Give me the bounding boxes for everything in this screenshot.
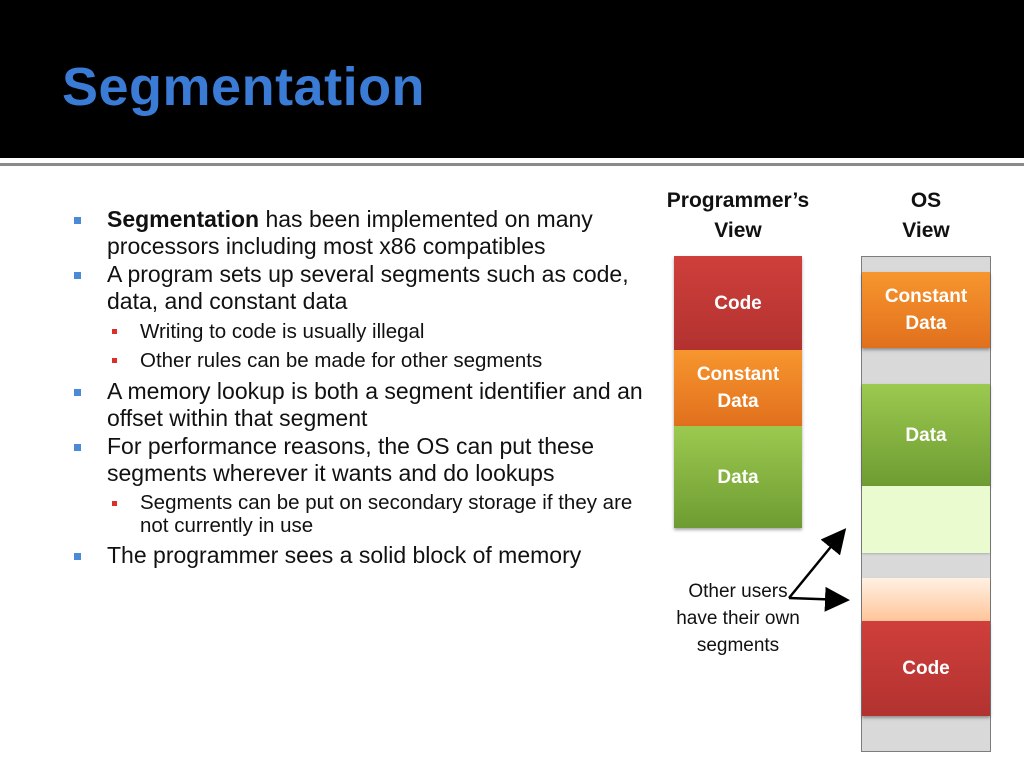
bullet-list: Segmentation has been implemented on man… bbox=[74, 206, 664, 570]
slide-title: Segmentation bbox=[62, 57, 426, 117]
other-users-label: Other users have their own segments bbox=[676, 581, 800, 656]
arrow-to-orange-segment bbox=[788, 586, 850, 612]
programmer-code-segment: Code bbox=[674, 256, 802, 350]
other-user-segment bbox=[862, 486, 990, 553]
bullet-item: The programmer sees a solid block of mem… bbox=[74, 542, 664, 569]
sub-bullet-item: Other rules can be made for other segmen… bbox=[74, 348, 664, 373]
bullet-text: has been implemented on many processors … bbox=[107, 206, 593, 259]
sub-bullet-item: Writing to code is usually illegal bbox=[74, 319, 664, 344]
bullet-item: For performance reasons, the OS can put … bbox=[74, 433, 664, 487]
sub-bullet-item: Segments can be put on secondary storage… bbox=[74, 491, 664, 537]
other-user-segment bbox=[862, 578, 990, 621]
bullet-item: Segmentation has been implemented on man… bbox=[74, 206, 664, 260]
os-code-segment: Code bbox=[862, 621, 990, 716]
os-view-heading: OS View bbox=[902, 189, 950, 242]
programmer-data-segment: Data bbox=[674, 426, 802, 528]
programmer-view-heading: Programmer’s View bbox=[666, 189, 810, 242]
header-rule bbox=[0, 158, 1024, 163]
bullet-item: A memory lookup is both a segment identi… bbox=[74, 378, 664, 432]
arrow-to-green-segment bbox=[788, 528, 847, 599]
title-bar bbox=[0, 0, 1024, 158]
header-rule-shadow bbox=[0, 163, 1024, 166]
bullet-bold: Segmentation bbox=[107, 206, 260, 232]
programmer-constant-data-segment: Constant Data bbox=[674, 350, 802, 426]
bullet-item: A program sets up several segments such … bbox=[74, 261, 664, 315]
os-data-segment: Data bbox=[862, 384, 990, 486]
os-constant-data-segment: Constant Data bbox=[862, 272, 990, 348]
